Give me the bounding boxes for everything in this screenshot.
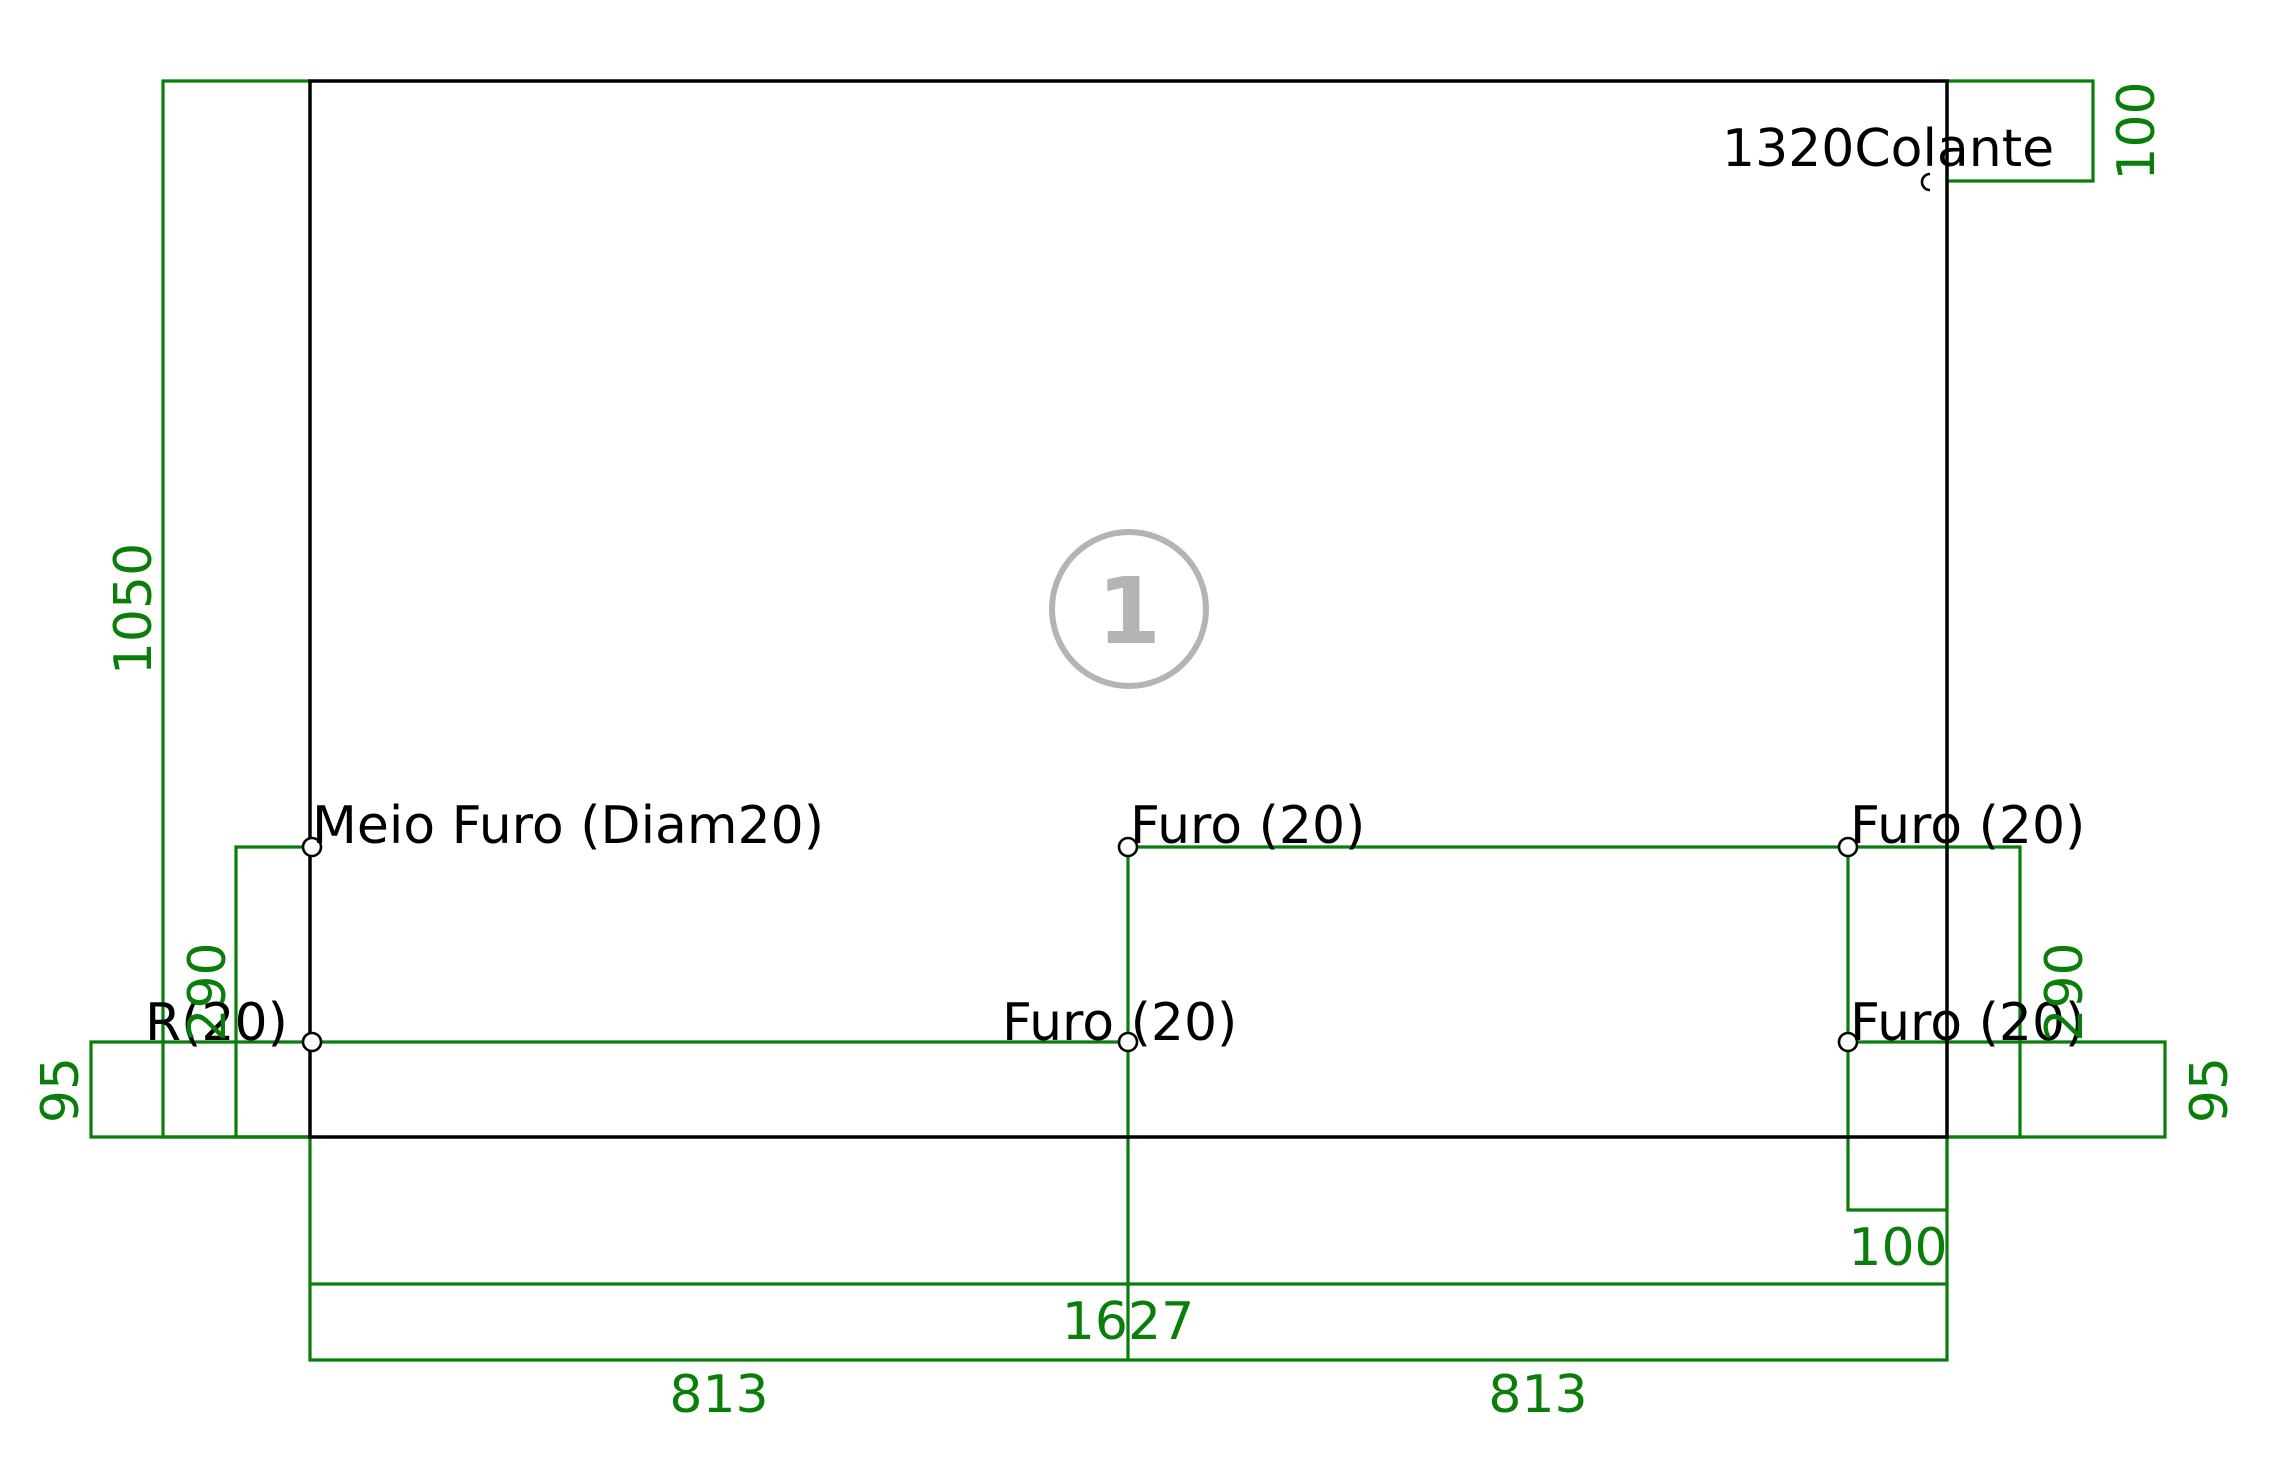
dim-left-hole-height: 95 xyxy=(31,1057,91,1123)
dim-right-hole-offset: 100 xyxy=(1848,1218,1947,1278)
dim-half-width-left: 813 xyxy=(669,1365,768,1425)
part-number-badge: 1 xyxy=(1049,529,1209,689)
dim-line-overall-width xyxy=(308,1137,1949,1286)
dimension-values: 1050 100 95 95 290 290 100 1627 813 813 xyxy=(31,81,2240,1425)
hole-bottom-left xyxy=(301,1031,323,1053)
hole-bottom-left-label: R(20) xyxy=(145,993,288,1053)
dim-line-edge-band-offset xyxy=(1947,79,2095,183)
edge-band-label: 1320Colante xyxy=(1722,119,2054,179)
hole-top-center xyxy=(1117,836,1139,858)
hole-bottom-right-label: Furo (20) xyxy=(1850,993,2085,1053)
part-number-ring xyxy=(1049,529,1209,689)
hole-bottom-right xyxy=(1837,1031,1859,1053)
hole-half-left xyxy=(301,836,323,858)
dim-line-half-widths xyxy=(308,1284,1949,1362)
holes xyxy=(301,172,1931,1053)
dim-line-right-hole-height xyxy=(1848,1040,2167,1139)
part-number-text: 1 xyxy=(1097,558,1161,665)
dim-overall-height: 1050 xyxy=(104,543,164,675)
hole-bottom-center xyxy=(1117,1031,1139,1053)
dim-overall-width: 1627 xyxy=(1062,1292,1194,1352)
hole-top-right xyxy=(1837,836,1859,858)
dim-line-left-row-spacing xyxy=(234,845,310,1139)
annotation-labels: 1320Colante Meio Furo (Diam20) Furo (20)… xyxy=(145,119,2085,1053)
hole-top-right-label: Furo (20) xyxy=(1850,796,2085,856)
part-outline xyxy=(308,79,1949,1139)
edge-band-marker-icon xyxy=(1920,172,1931,192)
dim-right-row-spacing: 290 xyxy=(2035,942,2095,1041)
dim-line-right-row-spacing xyxy=(1848,845,2022,1139)
hole-bottom-center-label: Furo (20) xyxy=(1002,993,1237,1053)
dim-line-left-hole-height xyxy=(89,1040,310,1139)
hole-top-center-label: Furo (20) xyxy=(1130,796,1365,856)
dim-half-width-right: 813 xyxy=(1488,1365,1587,1425)
dim-edge-band-offset: 100 xyxy=(2107,81,2167,180)
half-hole-label: Meio Furo (Diam20) xyxy=(312,796,824,856)
dim-left-row-spacing: 290 xyxy=(178,942,238,1041)
dim-right-hole-height: 95 xyxy=(2180,1057,2240,1123)
dimension-lines xyxy=(89,79,2167,1362)
